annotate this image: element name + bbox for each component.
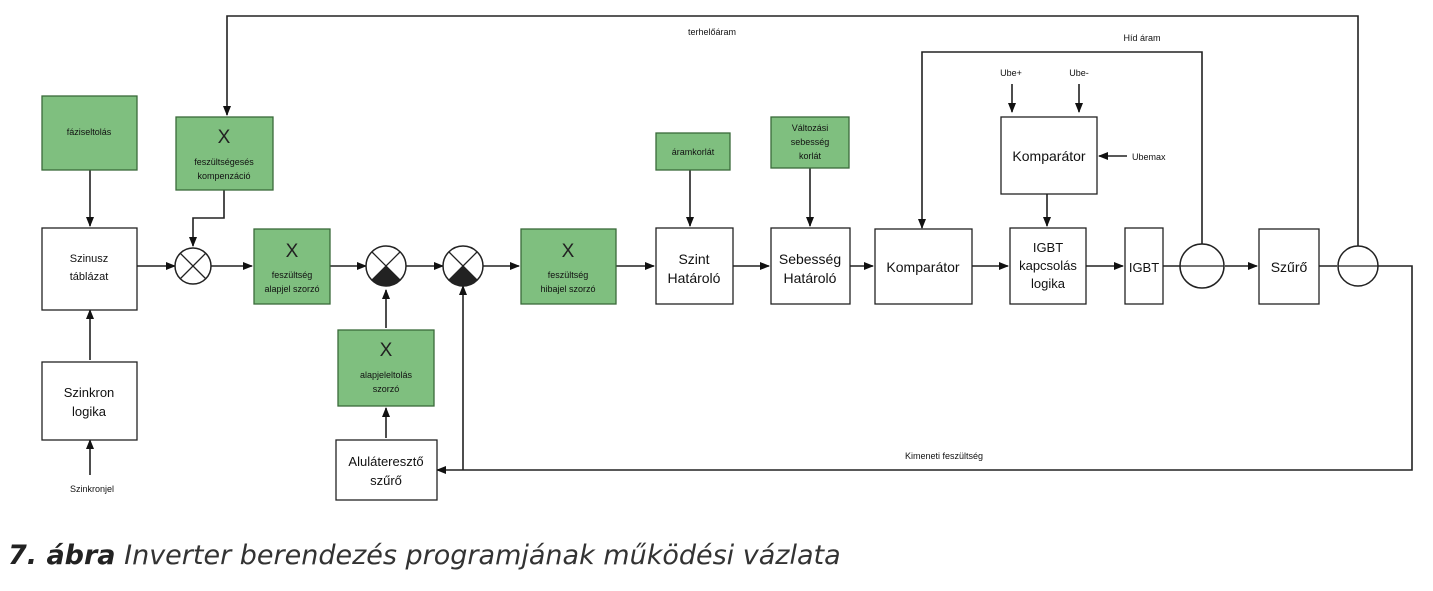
svg-text:feszültség: feszültség <box>548 270 589 280</box>
svg-text:Szűrő: Szűrő <box>1271 259 1308 275</box>
svg-text:X: X <box>218 127 231 148</box>
svg-text:Szinusz: Szinusz <box>70 253 109 265</box>
block-szint-hatarolo: Szint Határoló <box>655 227 734 305</box>
svg-text:Határoló: Határoló <box>784 270 837 286</box>
svg-text:szorzó: szorzó <box>373 384 400 394</box>
svg-text:sebesség: sebesség <box>791 137 830 147</box>
svg-text:kompenzáció: kompenzáció <box>197 171 250 181</box>
svg-text:Határoló: Határoló <box>668 270 721 286</box>
sum-junction-2 <box>365 245 407 287</box>
label-hid-aram: Híd áram <box>1123 33 1160 43</box>
label-szinkronjel: Szinkronjel <box>70 484 114 494</box>
svg-text:Komparátor: Komparátor <box>886 259 959 275</box>
block-aramkorlat: áramkorlát <box>655 132 731 171</box>
svg-text:korlát: korlát <box>799 151 822 161</box>
svg-text:Sebesség: Sebesség <box>779 251 841 267</box>
svg-text:táblázat: táblázat <box>70 271 109 283</box>
label-terheloaram: terhelőáram <box>688 27 736 37</box>
label-ube-minus: Ube- <box>1069 68 1089 78</box>
block-kompenzacio-multiplier: X feszültségesés kompenzáció <box>175 116 274 191</box>
sensor-hid-aram <box>1179 243 1225 289</box>
block-aluatereszto-szuro: Aluláteresztő szűrő <box>335 439 438 501</box>
block-szuro: Szűrő <box>1258 228 1320 305</box>
svg-text:alapjel szorzó: alapjel szorzó <box>264 284 319 294</box>
label-ube-plus: Ube+ <box>1000 68 1022 78</box>
svg-text:feszültségesés: feszültségesés <box>194 157 254 167</box>
svg-text:Szint: Szint <box>678 251 709 267</box>
svg-text:áramkorlát: áramkorlát <box>672 147 715 157</box>
hidaram-line <box>918 51 1203 250</box>
label-ubemax: Ubemax <box>1132 152 1166 162</box>
svg-text:X: X <box>562 241 575 262</box>
svg-text:Szinkron: Szinkron <box>64 385 115 400</box>
block-sebesseg-hatarolo: Sebesség Határoló <box>770 227 851 305</box>
svg-text:szűrő: szűrő <box>370 473 402 488</box>
svg-text:fáziseltolás: fáziseltolás <box>67 127 112 137</box>
connections <box>86 15 1413 475</box>
block-komparator-main: Komparátor <box>874 228 973 305</box>
block-valtozasi-korlat: Változási sebesség korlát <box>770 116 850 169</box>
sum-junction-3 <box>442 245 484 287</box>
block-szinkron-logika: Szinkron logika <box>41 361 138 441</box>
svg-text:logika: logika <box>72 404 107 419</box>
block-igbt: IGBT <box>1124 227 1164 305</box>
terheloaram-line <box>223 15 1359 250</box>
svg-text:IGBT: IGBT <box>1033 240 1063 255</box>
sensor-terhelo-aram <box>1337 245 1379 287</box>
svg-text:alapjeleltolás: alapjeleltolás <box>360 370 413 380</box>
block-hibajel-multiplier: X feszültség hibajel szorzó <box>520 228 617 305</box>
block-igbt-kapcsolas-logika: IGBT kapcsolás logika <box>1009 227 1087 305</box>
svg-text:logika: logika <box>1031 276 1066 291</box>
caption-number: 7. ábra <box>8 540 116 571</box>
block-fazis-eltolas: fáziseltolás <box>41 95 138 171</box>
svg-text:kapcsolás: kapcsolás <box>1019 258 1077 273</box>
block-alapeltolas-multiplier: X alapjeleltolás szorzó <box>337 329 435 407</box>
block-alapjel-multiplier: X feszültség alapjel szorzó <box>253 228 331 305</box>
svg-text:X: X <box>286 241 299 262</box>
caption-text: Inverter berendezés programjának működés… <box>124 540 841 571</box>
svg-text:Komparátor: Komparátor <box>1012 148 1085 164</box>
sum-junction-1 <box>174 247 212 285</box>
svg-text:hibajel szorzó: hibajel szorzó <box>540 284 595 294</box>
figure-caption: 7. ábra Inverter berendezés programjának… <box>8 540 841 571</box>
svg-text:X: X <box>380 340 393 361</box>
svg-text:feszültség: feszültség <box>272 270 313 280</box>
block-komparator-top: Komparátor <box>1000 116 1098 195</box>
label-kimeneti-feszultseg: Kimeneti feszültség <box>905 451 983 461</box>
svg-text:Aluláteresztő: Aluláteresztő <box>348 454 423 469</box>
block-szinusz-tablazat: Szinusz táblázat <box>41 227 138 311</box>
svg-text:IGBT: IGBT <box>1129 260 1159 275</box>
kimeneti-line <box>463 265 1413 471</box>
svg-text:Változási: Változási <box>792 123 829 133</box>
